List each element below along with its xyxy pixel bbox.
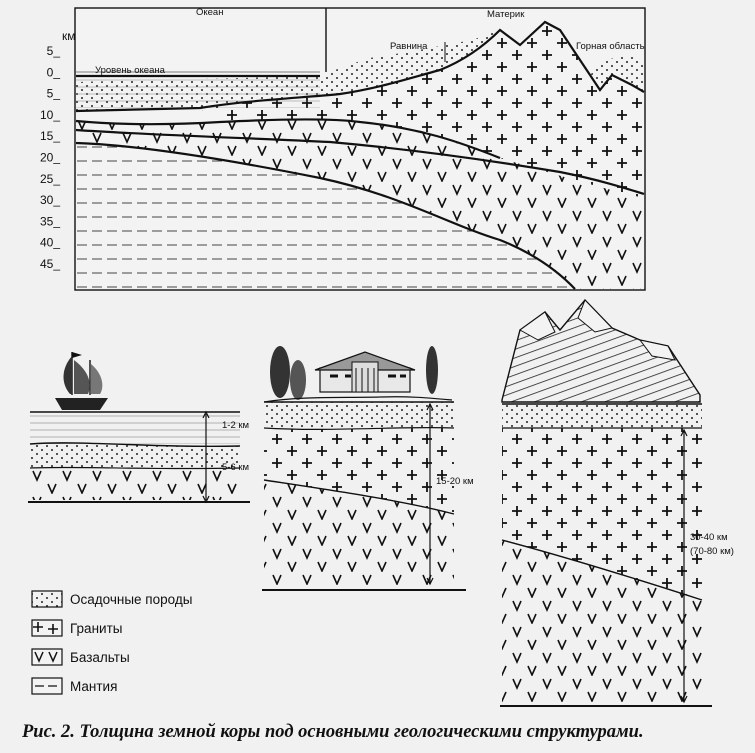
depth-tick-label: 35_	[40, 214, 60, 228]
plain-crust-thickness: 15-20 км	[436, 476, 474, 487]
depth-tick-label: 40_	[40, 236, 60, 250]
legend-swatch-mantle	[31, 677, 63, 695]
depth-tick-label: 10_	[40, 108, 60, 122]
depth-tick-label: 15_	[40, 129, 60, 143]
legend-swatch-sediment	[31, 590, 63, 608]
mountain-region-label: Горная область	[576, 41, 645, 52]
mountain-crust-thickness: 30-40 км	[690, 532, 728, 543]
profile-boundaries	[75, 20, 645, 290]
ship-icon	[55, 352, 108, 410]
figure-caption: Рис. 2. Толщина земной коры под основным…	[22, 722, 644, 742]
depth-tick-label: 25_	[40, 172, 60, 186]
plain-column: 15-20 км	[262, 346, 474, 591]
depth-tick-label: 0_	[47, 65, 61, 79]
building-icon	[263, 346, 453, 403]
crust-profile: Океан Материк Равнина Горная область Уро…	[40, 7, 646, 291]
depth-tick-label: 5_	[47, 44, 61, 58]
legend-label-sediment: Осадочные породы	[70, 592, 192, 607]
legend: Осадочные породы Граниты Базальты Мантия	[31, 590, 192, 695]
depth-tick-label: 5_	[47, 87, 61, 101]
mountain-crust-thickness-max: (70-80 км)	[690, 546, 734, 557]
depth-tick-label: 30_	[40, 193, 60, 207]
legend-swatch-granite	[31, 619, 63, 637]
sea-level-label: Уровень океана	[95, 65, 166, 76]
profile-ocean-water	[76, 76, 320, 108]
depth-unit-label: км	[62, 29, 76, 43]
legend-label-mantle: Мантия	[70, 679, 117, 694]
continent-label: Материк	[487, 9, 525, 20]
depth-tick-label: 45_	[40, 257, 60, 271]
depth-axis: 5_ 0_ 5_ 10_ 15_ 20_ 25_ 30_ 35_ 40_ 45_	[40, 44, 60, 271]
ocean-label: Океан	[196, 7, 223, 18]
profile-mantle	[76, 143, 575, 289]
ocean-top-thickness: 1-2 км	[222, 420, 249, 431]
profile-granite	[200, 22, 644, 198]
ocean-crust-thickness: 5-6 км	[222, 462, 249, 473]
mountain-icon	[501, 298, 701, 403]
profile-mountain-sediment	[590, 55, 644, 92]
ocean-column: 1-2 км 5-6 км	[28, 352, 250, 504]
legend-label-basalt: Базальты	[70, 650, 130, 665]
mountain-column: 30-40 км (70-80 км)	[500, 298, 734, 707]
depth-tick-label: 20_	[40, 151, 60, 165]
plain-label: Равнина	[390, 41, 428, 52]
legend-label-granite: Граниты	[70, 621, 122, 636]
